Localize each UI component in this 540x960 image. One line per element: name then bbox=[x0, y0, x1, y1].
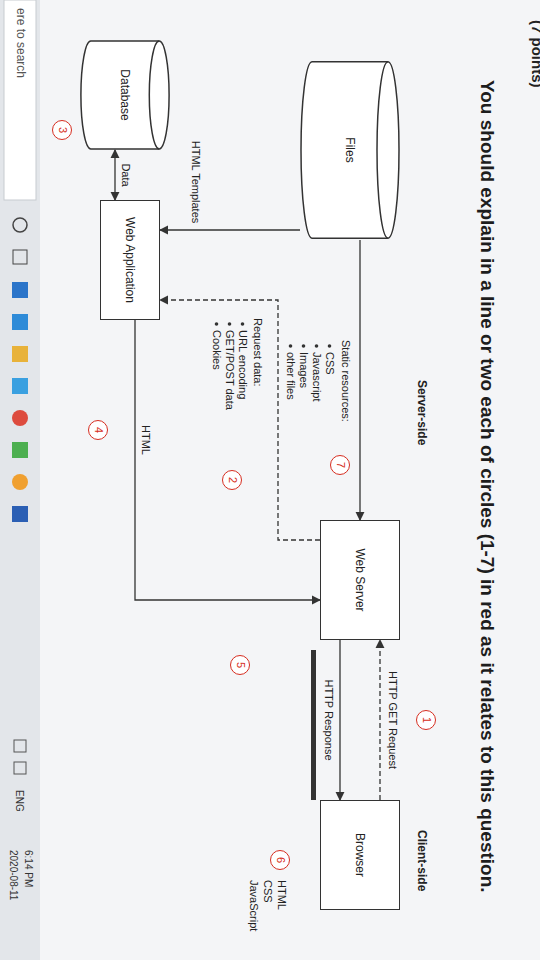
flow-arrow bbox=[114, 150, 115, 200]
side-heading: Server-side bbox=[415, 380, 428, 445]
edge-label: HTTP Response bbox=[322, 677, 335, 762]
bullet bbox=[302, 344, 306, 348]
resource-item: URL encoding bbox=[236, 330, 249, 399]
resource-item: Javascript bbox=[310, 352, 323, 402]
taskbar-icon bbox=[12, 506, 28, 522]
edge-label: HTML bbox=[139, 423, 152, 457]
taskbar-icon bbox=[12, 442, 28, 458]
resource-item: CSS bbox=[323, 352, 336, 375]
taskbar-icon bbox=[12, 314, 28, 330]
taskbar bbox=[0, 0, 40, 960]
clock-text: ENG bbox=[13, 790, 26, 812]
question-text: You should explain in a line or two each… bbox=[476, 80, 498, 920]
tray-icon bbox=[14, 740, 26, 752]
bullet bbox=[215, 322, 219, 326]
node-label: Browser bbox=[353, 833, 367, 877]
clock-text: 2020-08-11 bbox=[7, 850, 20, 900]
edge-label: HTTP GET Request bbox=[386, 669, 399, 771]
edge-label: HTML Templates bbox=[189, 139, 202, 226]
side-heading: Client-side bbox=[415, 830, 428, 891]
clock-text: 6:14 PM bbox=[22, 850, 35, 887]
resource-item: other files bbox=[284, 352, 297, 400]
flow-arrow bbox=[160, 229, 300, 230]
resource-item: Request data: bbox=[251, 318, 264, 387]
callout-number: 2 bbox=[222, 470, 242, 490]
taskbar-icon bbox=[12, 378, 28, 394]
resource-item: Cookies bbox=[210, 330, 223, 370]
node-label: Files bbox=[343, 137, 357, 162]
callout-number: 1 bbox=[416, 710, 436, 730]
taskbar-icon bbox=[12, 410, 28, 426]
resource-item: CSS bbox=[261, 880, 274, 903]
storage-cylinder: Database bbox=[80, 40, 170, 150]
callout-number: 3 bbox=[52, 120, 72, 140]
resource-item: HTML bbox=[275, 880, 288, 910]
taskbar-text: ere to search bbox=[14, 8, 27, 78]
search-box bbox=[4, 0, 36, 200]
callout-number: 4 bbox=[88, 420, 108, 440]
taskbar-icon bbox=[13, 250, 27, 264]
resource-item: Images bbox=[297, 352, 310, 388]
callout-number: 6 bbox=[270, 850, 290, 870]
storage-cylinder: Files bbox=[300, 60, 400, 240]
process-box: Web Server bbox=[320, 520, 400, 640]
bullet bbox=[289, 344, 293, 348]
resource-item: Static resources: bbox=[339, 340, 352, 422]
process-box: Web Application bbox=[100, 200, 160, 320]
flow-arrow bbox=[359, 240, 360, 520]
callout-number: 5 bbox=[230, 655, 250, 675]
resource-item: GET/POST data bbox=[223, 330, 236, 410]
points-note: (7 points) bbox=[528, 20, 540, 88]
response-bar bbox=[311, 650, 316, 800]
node-label: Web Server bbox=[353, 548, 367, 611]
flow-arrow bbox=[135, 320, 320, 600]
taskbar-icon bbox=[13, 218, 27, 232]
callout-number: 7 bbox=[330, 455, 350, 475]
taskbar-icon bbox=[12, 474, 28, 490]
taskbar-icon bbox=[12, 346, 28, 362]
bullet bbox=[328, 344, 332, 348]
node-label: Database bbox=[118, 69, 132, 120]
taskbar-icon bbox=[12, 282, 28, 298]
edge-label: Data bbox=[119, 161, 132, 188]
resource-item: JavaScript bbox=[247, 880, 260, 931]
bullet bbox=[315, 344, 319, 348]
flow-arrow bbox=[160, 300, 320, 540]
tray-icon bbox=[14, 762, 26, 774]
flow-arrow bbox=[379, 640, 380, 800]
bullet bbox=[228, 322, 232, 326]
bullet bbox=[241, 322, 245, 326]
node-label: Web Application bbox=[123, 217, 137, 303]
process-box: Browser bbox=[320, 800, 400, 910]
flow-arrow bbox=[339, 640, 340, 800]
